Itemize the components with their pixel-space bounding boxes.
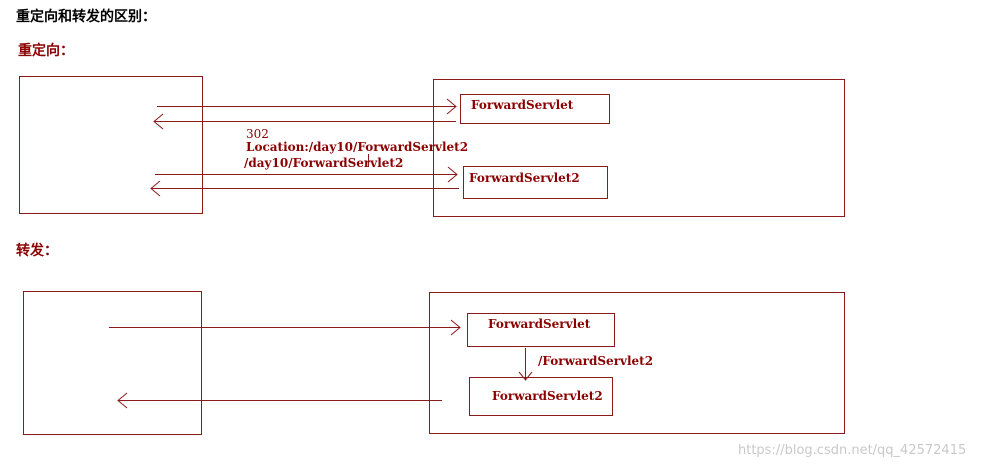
redirect-response-arrow	[153, 113, 456, 130]
forward-client-box	[23, 291, 202, 435]
watermark: https://blog.csdn.net/qq_42572415	[738, 443, 967, 458]
page-title: 重定向和转发的区别：	[16, 9, 156, 25]
forward-servlet1-label: ForwardServlet	[488, 317, 591, 331]
forward-servlet2-label: ForwardServlet2	[492, 389, 603, 403]
redirect-request1-arrow	[157, 98, 457, 115]
redirect-heading: 重定向：	[18, 43, 74, 59]
forward-servlet1-box	[467, 313, 615, 347]
second-request-label: /day10/ForwardServlet2	[244, 156, 403, 170]
status-code-label: 302	[246, 127, 269, 141]
redirect-servlet1-label: ForwardServlet	[471, 98, 574, 112]
forward-heading: 转发：	[16, 243, 58, 259]
forward-internal-arrow	[518, 348, 533, 381]
redirect-servlet2-label: ForwardServlet2	[469, 171, 580, 185]
forward-servlet2-box	[469, 377, 613, 416]
redirect-client-box	[19, 76, 203, 214]
forward-request-arrow	[109, 319, 461, 336]
redirect-servlet1-box	[460, 94, 610, 124]
redirect-server-box	[433, 79, 845, 217]
forward-path-label: /ForwardServlet2	[538, 354, 653, 368]
redirect-request2-arrow	[155, 166, 458, 183]
location-header-label: Location:/day10/ForwardServlet2	[246, 140, 468, 154]
forward-server-box	[429, 292, 845, 434]
forward-response-arrow	[117, 392, 442, 409]
redirect-servlet2-box	[463, 166, 608, 199]
redirect-response2-arrow	[150, 180, 459, 197]
